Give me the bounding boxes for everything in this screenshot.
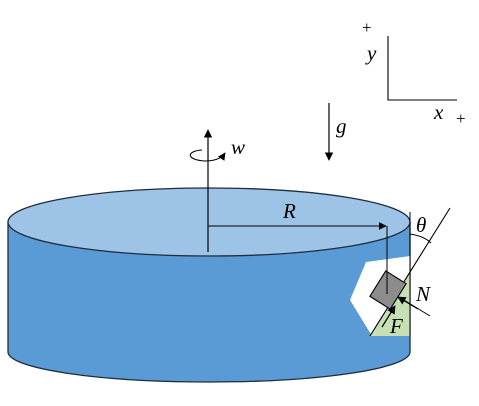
coordinate-axes (387, 36, 457, 101)
normal-force-arrow (397, 296, 419, 310)
x-axis-label: x (433, 100, 444, 124)
rotation-indicator (189, 149, 226, 162)
y-axis-label: y (365, 41, 377, 65)
block (369, 270, 407, 310)
angle-arc (409, 233, 432, 244)
angular-velocity-label: w (231, 135, 245, 159)
y-plus-sign: + (362, 18, 372, 37)
friction-force-arrow (381, 305, 396, 328)
angle-label: θ (416, 213, 426, 237)
x-plus-sign: + (456, 109, 466, 128)
friction-force-label: F (389, 314, 403, 338)
normal-force-label: N (415, 282, 431, 306)
radius-label: R (282, 199, 296, 223)
cylinder-top (7, 187, 411, 257)
gravity-label: g (336, 114, 347, 138)
